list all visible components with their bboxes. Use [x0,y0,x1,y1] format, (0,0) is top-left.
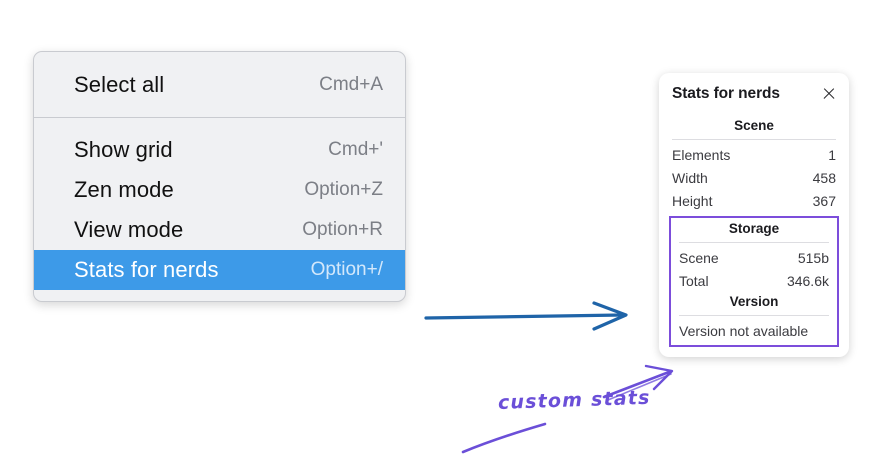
divider [679,242,829,243]
custom-stats-highlight-box: Storage Scene 515b Total 346.6k Version … [669,216,839,347]
stats-group-scene: Scene Elements 1 Width 458 Height 367 [667,116,841,212]
stat-row-storage-scene: Scene 515b [679,246,829,269]
blue-arrow [424,301,628,331]
stats-group-title: Scene [734,118,774,133]
stats-panel-title: Stats for nerds [672,85,780,102]
menu-item-shortcut: Cmd+A [319,74,383,95]
menu-item-label: Select all [74,72,165,97]
stats-group-title: Version [729,294,779,309]
menu-item-zen-mode[interactable]: Zen mode Option+Z [34,170,405,210]
menu-item-show-grid[interactable]: Show grid Cmd+' [34,130,405,170]
stat-value: 1 [828,146,836,163]
menu-item-shortcut: Cmd+' [328,139,383,160]
stat-value: 367 [812,192,836,209]
divider [679,315,829,316]
purple-underline-stroke [461,422,547,454]
stats-group-title: Storage [728,221,780,236]
menu-item-shortcut: Option+/ [310,259,383,280]
divider [672,139,836,140]
menu-item-stats-for-nerds[interactable]: Stats for nerds Option+/ [34,250,405,290]
stat-row-elements: Elements 1 [672,143,836,166]
menu-item-label: View mode [74,217,184,242]
close-icon[interactable] [821,86,837,102]
menu-item-label: Stats for nerds [74,257,219,282]
menu-section-secondary: Show grid Cmd+' Zen mode Option+Z View m… [34,117,405,301]
stat-row-width: Width 458 [672,166,836,189]
menu-item-shortcut: Option+Z [304,179,383,200]
menu-item-shortcut: Option+R [302,219,383,240]
stats-panel-header: Stats for nerds [667,85,841,103]
stats-group-storage: Storage Scene 515b Total 346.6k [674,219,834,292]
stat-key: Total [679,272,709,289]
menu-item-label: Zen mode [74,177,174,202]
stats-group-version: Version Version not available [674,292,834,341]
stat-key: Scene [679,249,719,266]
stat-key: Width [672,169,708,186]
stat-row-storage-total: Total 346.6k [679,269,829,292]
menu-item-label: Show grid [74,137,173,162]
menu-item-select-all[interactable]: Select all Cmd+A [34,65,405,105]
version-note: Version not available [679,323,809,339]
stat-value: 515b [797,249,829,266]
stat-row-height: Height 367 [672,189,836,212]
handwritten-annotation-label: custom stats [497,386,651,414]
menu-section-primary: Select all Cmd+A [34,52,405,117]
menu-item-view-mode[interactable]: View mode Option+R [34,210,405,250]
stat-value: 458 [812,169,836,186]
stat-value: 346.6k [786,272,829,289]
stat-key: Elements [672,146,731,163]
stats-for-nerds-panel: Stats for nerds Scene Elements 1 Width 4… [659,73,849,357]
context-menu: Select all Cmd+A Show grid Cmd+' Zen mod… [33,51,406,302]
stat-key: Height [672,192,713,209]
